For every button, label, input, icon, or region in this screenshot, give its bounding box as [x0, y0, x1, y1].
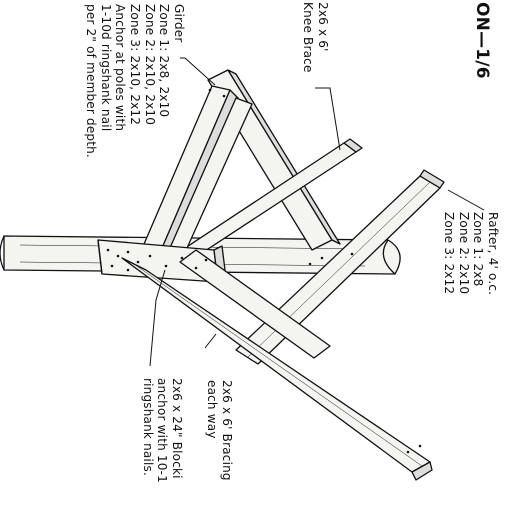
leader-lines [149, 57, 485, 367]
diagram-title: ON—1/6 [472, 2, 492, 79]
bracing-lower [179, 249, 331, 359]
girder [137, 85, 253, 269]
rafter-label: Rafter, 4' o.c. Zone 1: 2x8 Zone 2: 2x10… [442, 212, 500, 296]
girder-label: Girder Zone 1: 2x8, 2x10 Zone 2: 2x10, 2… [84, 4, 186, 158]
rafter-front [121, 257, 433, 481]
knee-brace-label: 2x6 x 6' Knee Brace [301, 2, 330, 73]
blocking-label: 2x6 x 24" Blocki anchor with 10-1 ringsh… [140, 378, 184, 483]
nail-dots [106, 88, 422, 454]
bracing-label: 2x6 x 6' Bracing each way [205, 380, 234, 481]
